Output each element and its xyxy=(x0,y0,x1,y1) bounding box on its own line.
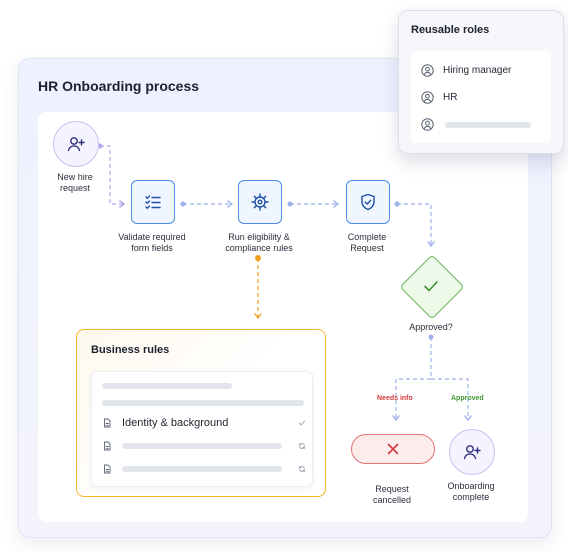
connector-dot xyxy=(428,334,434,340)
reusable-roles-title: Reusable roles xyxy=(411,24,490,36)
checklist-icon xyxy=(145,195,161,210)
rule-item[interactable] xyxy=(102,439,306,453)
placeholder-bar xyxy=(122,466,282,472)
role-item[interactable] xyxy=(421,117,545,133)
request-cancelled-label: Request cancelled xyxy=(372,484,412,505)
validate-node[interactable] xyxy=(131,180,175,224)
user-circle-icon xyxy=(421,91,434,104)
approved-branch-label: Approved xyxy=(451,395,484,402)
check-icon xyxy=(424,281,438,292)
user-circle-icon xyxy=(421,64,434,77)
connector-newhire-validate xyxy=(100,145,124,204)
document-icon xyxy=(104,464,111,474)
gear-icon xyxy=(251,193,269,211)
placeholder-bar xyxy=(102,400,304,406)
business-rules-list: Identity & background xyxy=(91,371,313,487)
business-rules-title: Business rules xyxy=(91,344,170,356)
connector-dot xyxy=(255,255,261,261)
add-user-icon xyxy=(463,445,481,460)
rule-item[interactable] xyxy=(102,462,306,476)
connector-dot xyxy=(287,201,293,207)
document-icon xyxy=(104,418,111,428)
process-title: HR Onboarding process xyxy=(38,78,200,94)
add-user-icon xyxy=(67,137,85,152)
request-cancelled-node[interactable] xyxy=(351,434,435,464)
eligibility-node[interactable] xyxy=(238,180,282,224)
connector-decision-branches xyxy=(396,337,468,420)
complete-label: Complete Request xyxy=(347,232,387,253)
placeholder-bar xyxy=(122,443,282,449)
roles-list: Hiring manager HR xyxy=(411,51,551,143)
approved-decision-label: Approved? xyxy=(409,322,453,332)
business-rules-card: Business rules Identity & background xyxy=(76,329,326,497)
user-circle-icon xyxy=(421,118,434,131)
onboarding-complete-label: Onboarding complete xyxy=(447,481,495,502)
eligibility-label: Run eligibility & compliance rules xyxy=(225,232,293,253)
new-hire-label: New hire request xyxy=(57,172,93,193)
role-label: HR xyxy=(443,92,458,103)
role-label: Hiring manager xyxy=(443,65,512,76)
onboarding-complete-node[interactable] xyxy=(449,429,495,475)
reusable-roles-card: Reusable roles Hiring manager HR xyxy=(398,10,564,154)
role-item[interactable]: Hiring manager xyxy=(421,63,545,79)
connector-dot xyxy=(180,201,186,207)
refresh-icon xyxy=(298,466,306,472)
document-icon xyxy=(104,441,111,451)
check-icon xyxy=(299,420,305,426)
connector-dot xyxy=(394,201,400,207)
needs-info-label: Needs info xyxy=(377,395,413,402)
shield-check-icon xyxy=(361,193,375,211)
placeholder-bar xyxy=(445,122,531,128)
rule-item[interactable]: Identity & background xyxy=(102,416,306,430)
new-hire-node[interactable] xyxy=(53,121,99,167)
validate-label: Validate required form fields xyxy=(118,232,186,253)
rule-label: Identity & background xyxy=(122,417,229,429)
complete-node[interactable] xyxy=(346,180,390,224)
refresh-icon xyxy=(298,443,306,449)
role-item[interactable]: HR xyxy=(421,90,545,106)
close-icon xyxy=(387,443,399,455)
placeholder-bar xyxy=(102,383,232,389)
